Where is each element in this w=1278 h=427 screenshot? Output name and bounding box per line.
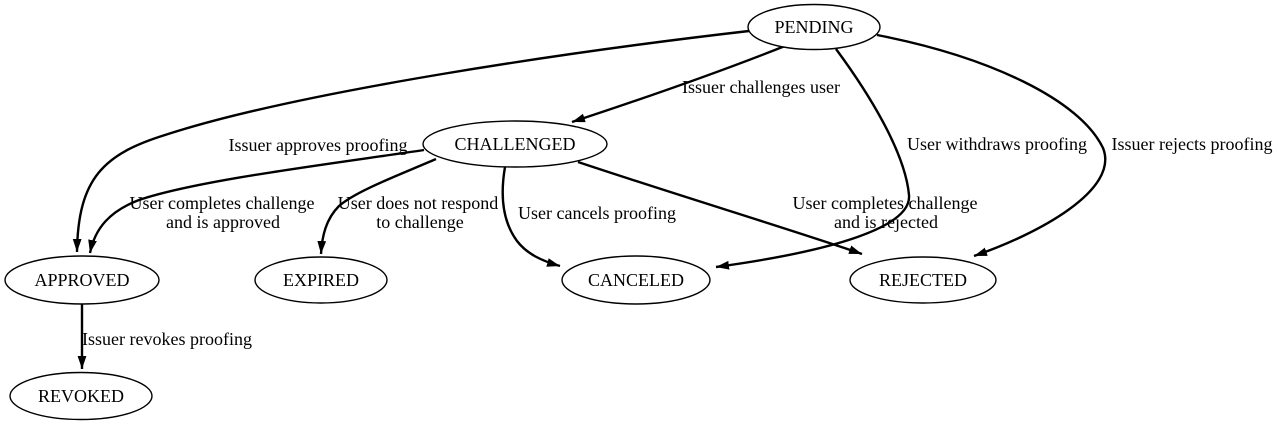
node-challenged: CHALLENGED [422,120,608,168]
node-rejected-ellipse [849,256,997,304]
edge-pending-challenged [571,44,786,124]
edge-pending-canceled [715,48,911,270]
edge-label-approved-revoked: Issuer revokes proofing [82,329,252,349]
node-rejected-label: REJECTED [879,270,967,290]
edge-label-challenged-rejected-line2: and is rejected [834,212,938,232]
node-canceled: CANCELED [561,255,711,305]
edge-label-challenged-approved: User completes challenge and is approved [130,193,315,232]
edge-label-challenged-rejected-line1: User completes challenge [793,193,978,213]
edge-label-challenged-expired-line2: to challenge [376,212,463,232]
edge-label-pending-canceled: User withdraws proofing [907,134,1087,154]
node-canceled-label: CANCELED [588,270,684,290]
node-pending-label: PENDING [775,17,854,37]
node-approved: APPROVED [4,255,160,305]
node-rejected: REJECTED [849,256,997,304]
node-challenged-label: CHALLENGED [455,134,576,154]
edge-label-pending-challenged: Issuer challenges user [682,77,840,97]
edge-label-pending-approved: Issuer approves proofing [229,135,408,155]
node-canceled-ellipse [561,255,711,305]
edge-label-challenged-approved-line2: and is approved [166,212,280,232]
edge-challenged-rejected [577,160,863,256]
node-revoked-label: REVOKED [38,386,124,406]
edge-pending-rejected [876,33,1107,258]
edge-pending-approved [72,29,750,253]
node-pending: PENDING [747,3,881,51]
edge-challenged-expired [317,157,437,255]
node-challenged-ellipse [422,120,608,168]
edge-label-challenged-expired-line1: User does not respond [338,193,498,213]
edge-label-challenged-canceled: User cancels proofing [518,203,676,223]
node-approved-ellipse [4,255,160,305]
edge-label-challenged-rejected: User completes challenge and is rejected [793,193,978,232]
edge-label-challenged-expired: User does not respond to challenge [338,193,498,232]
node-expired-ellipse [254,256,388,304]
edge-challenged-canceled [501,166,561,268]
node-approved-label: APPROVED [34,270,129,290]
node-pending-ellipse [747,3,881,51]
edge-label-challenged-approved-line1: User completes challenge [130,193,315,213]
edge-challenged-approved [88,148,425,254]
node-expired: EXPIRED [254,256,388,304]
node-revoked-ellipse [9,371,153,421]
node-revoked: REVOKED [9,371,153,421]
node-expired-label: EXPIRED [283,270,359,290]
edge-label-pending-rejected: Issuer rejects proofing [1112,134,1273,154]
